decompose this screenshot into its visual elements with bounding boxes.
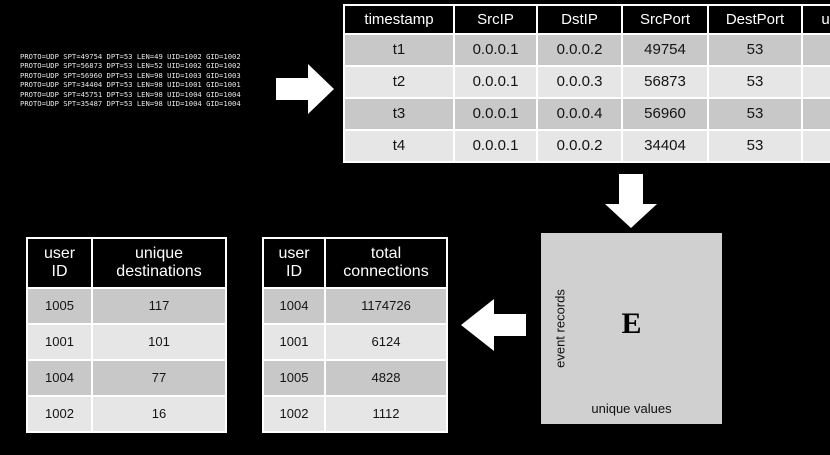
cell-timestamp: t3 (345, 99, 453, 129)
column-header-userid: user ID (803, 6, 830, 33)
total-connections-table: user ID total connections 1004 1174726 1… (262, 237, 448, 433)
column-header-line1: user (278, 245, 310, 262)
table-row: 1002 1112 (264, 397, 446, 431)
column-header-line2: ID (51, 263, 68, 280)
column-header-line2: connections (343, 263, 429, 280)
cell-timestamp: t1 (345, 35, 453, 65)
cell-total-connections: 1112 (326, 397, 446, 431)
cell-total-connections: 6124 (326, 325, 446, 359)
table-header-row: user ID unique destinations (28, 239, 225, 287)
table-row: 1004 77 (28, 361, 225, 395)
table-row: t3 0.0.0.1 0.0.0.4 56960 53 1002 (345, 99, 830, 129)
cell-unique-destinations: 117 (93, 289, 225, 323)
column-header-line2: ID (286, 263, 302, 280)
table-row: t2 0.0.0.1 0.0.0.3 56873 53 1003 (345, 67, 830, 97)
column-header-userid: user ID (264, 239, 324, 287)
cell-srcport: 56960 (623, 99, 707, 129)
column-header-srcport: SrcPort (623, 6, 707, 33)
table-row: t1 0.0.0.1 0.0.0.2 49754 53 1001 (345, 35, 830, 65)
table-row: t4 0.0.0.1 0.0.0.2 34404 53 1001 (345, 131, 830, 161)
column-header-line1: user (43, 245, 76, 262)
cell-userid: 1004 (264, 289, 324, 323)
cell-destport: 53 (709, 99, 801, 129)
table-row: 1004 1174726 (264, 289, 446, 323)
cell-srcport: 56873 (623, 67, 707, 97)
cell-dstip: 0.0.0.2 (538, 131, 621, 161)
matrix-x-axis-label: unique values (591, 401, 672, 416)
cell-srcport: 49754 (623, 35, 707, 65)
cell-destport: 53 (709, 35, 801, 65)
cell-timestamp: t2 (345, 67, 453, 97)
log-line: PROTO=UDP SPT=56960 DPT=53 LEN=98 UID=10… (20, 70, 241, 80)
column-header-dstip: DstIP (538, 6, 621, 33)
cell-userid: 1002 (28, 397, 91, 431)
cell-unique-destinations: 77 (93, 361, 225, 395)
column-header-unique-destinations: unique destinations (93, 239, 225, 287)
cell-srcport: 34404 (623, 131, 707, 161)
arrow-left-icon (458, 294, 528, 356)
cell-unique-destinations: 16 (93, 397, 225, 431)
cell-destport: 53 (709, 131, 801, 161)
cell-srcip: 0.0.0.1 (455, 35, 536, 65)
column-header-srcip: SrcIP (455, 6, 536, 33)
events-table: timestamp SrcIP DstIP SrcPort DestPort u… (343, 4, 830, 163)
column-header-line1: unique (134, 245, 184, 262)
raw-log-text: PROTO=UDP SPT=49754 DPT=53 LEN=49 UID=10… (20, 52, 241, 108)
cell-srcip: 0.0.0.1 (455, 99, 536, 129)
cell-timestamp: t4 (345, 131, 453, 161)
cell-userid: 1001 (803, 131, 830, 161)
log-line: PROTO=UDP SPT=35487 DPT=53 LEN=98 UID=10… (20, 99, 241, 109)
cell-userid: 1002 (803, 99, 830, 129)
table-row: 1005 117 (28, 289, 225, 323)
cell-userid: 1004 (28, 361, 91, 395)
column-header-destport: DestPort (709, 6, 801, 33)
column-header-timestamp: timestamp (345, 6, 453, 33)
cell-userid: 1003 (803, 67, 830, 97)
cell-dstip: 0.0.0.4 (538, 99, 621, 129)
matrix-y-axis-label: event records (552, 289, 568, 368)
arrow-down-icon (602, 172, 660, 230)
arrow-right-icon (274, 58, 336, 120)
cell-userid: 1001 (803, 35, 830, 65)
cell-userid: 1005 (264, 361, 324, 395)
cell-userid: 1001 (28, 325, 91, 359)
cell-total-connections: 1174726 (326, 289, 446, 323)
log-line: PROTO=UDP SPT=49754 DPT=53 LEN=49 UID=10… (20, 52, 241, 61)
column-header-line2: destinations (116, 263, 202, 280)
cell-dstip: 0.0.0.2 (538, 35, 621, 65)
log-line: PROTO=UDP SPT=34404 DPT=53 LEN=98 UID=10… (20, 80, 241, 90)
unique-destinations-table: user ID unique destinations 1005 117 100… (26, 237, 227, 433)
table-header-row: user ID total connections (264, 239, 446, 287)
cell-unique-destinations: 101 (93, 325, 225, 359)
table-row: 1001 101 (28, 325, 225, 359)
log-line: PROTO=UDP SPT=45751 DPT=53 LEN=98 UID=10… (20, 89, 241, 99)
table-row: 1005 4828 (264, 361, 446, 395)
cell-dstip: 0.0.0.3 (538, 67, 621, 97)
matrix-symbol: E (621, 306, 642, 340)
cell-userid: 1001 (264, 325, 324, 359)
cell-total-connections: 4828 (326, 361, 446, 395)
table-header-row: timestamp SrcIP DstIP SrcPort DestPort u… (345, 6, 830, 33)
cell-userid: 1005 (28, 289, 91, 323)
cell-destport: 53 (709, 67, 801, 97)
column-header-line1: total (370, 245, 402, 262)
table-row: 1001 6124 (264, 325, 446, 359)
cell-srcip: 0.0.0.1 (455, 67, 536, 97)
table-row: 1002 16 (28, 397, 225, 431)
log-line: PROTO=UDP SPT=56873 DPT=53 LEN=52 UID=10… (20, 61, 241, 71)
cell-srcip: 0.0.0.1 (455, 131, 536, 161)
event-matrix-box: E event records unique values (541, 233, 722, 424)
column-header-total-connections: total connections (326, 239, 446, 287)
column-header-userid: user ID (28, 239, 91, 287)
cell-userid: 1002 (264, 397, 324, 431)
